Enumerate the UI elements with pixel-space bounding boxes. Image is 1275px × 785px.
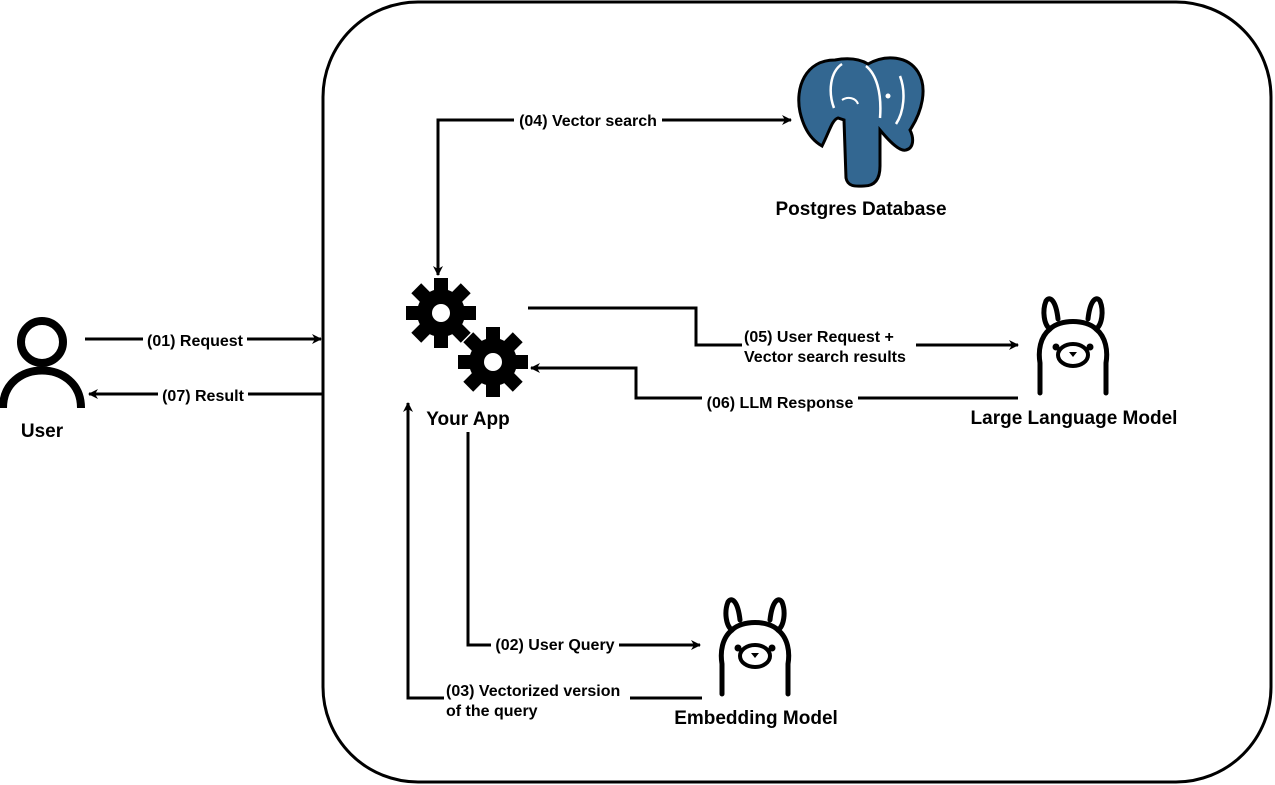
user-icon bbox=[0, 317, 85, 409]
edge-llm-response: (06) LLM Response bbox=[530, 363, 1018, 412]
postgres-node: Postgres Database bbox=[775, 56, 947, 220]
edge-label-vectorized-1: (03) Vectorized version bbox=[446, 683, 620, 700]
postgres-label: Postgres Database bbox=[775, 199, 946, 220]
llm-node: Large Language Model bbox=[971, 299, 1178, 429]
embedding-label: Embedding Model bbox=[674, 708, 838, 729]
llama-icon bbox=[721, 600, 788, 694]
edge-result: (07) Result bbox=[88, 386, 323, 405]
edge-vectorized: (03) Vectorized version of the query bbox=[403, 402, 702, 720]
edge-label-result: (07) Result bbox=[162, 388, 244, 405]
edge-label-user-query: (02) User Query bbox=[495, 637, 614, 654]
edge-label-user-request-1: (05) User Request + bbox=[744, 329, 894, 346]
app-label: Your App bbox=[426, 409, 509, 430]
edge-vector-search: (04) Vector search bbox=[433, 111, 792, 276]
edge-user-request: (05) User Request + Vector search result… bbox=[528, 306, 1019, 366]
edge-label-vectorized-2: of the query bbox=[446, 703, 538, 720]
edge-label-vector-search: (04) Vector search bbox=[519, 113, 657, 130]
embedding-node: Embedding Model bbox=[674, 600, 838, 729]
user-node: User bbox=[0, 317, 85, 442]
gears-icon bbox=[406, 278, 528, 397]
edge-label-llm-response: (06) LLM Response bbox=[707, 395, 854, 412]
postgres-elephant-icon bbox=[797, 56, 925, 188]
app-node: Your App bbox=[406, 278, 528, 430]
app-boundary bbox=[321, 0, 1273, 784]
edge-label-user-request-2: Vector search results bbox=[744, 349, 906, 366]
edge-user-query: (02) User Query bbox=[466, 432, 701, 654]
edge-request: (01) Request bbox=[85, 331, 322, 350]
llama-icon bbox=[1039, 299, 1106, 393]
edge-label-request: (01) Request bbox=[147, 333, 244, 350]
user-label: User bbox=[21, 421, 64, 442]
llm-label: Large Language Model bbox=[971, 408, 1178, 429]
